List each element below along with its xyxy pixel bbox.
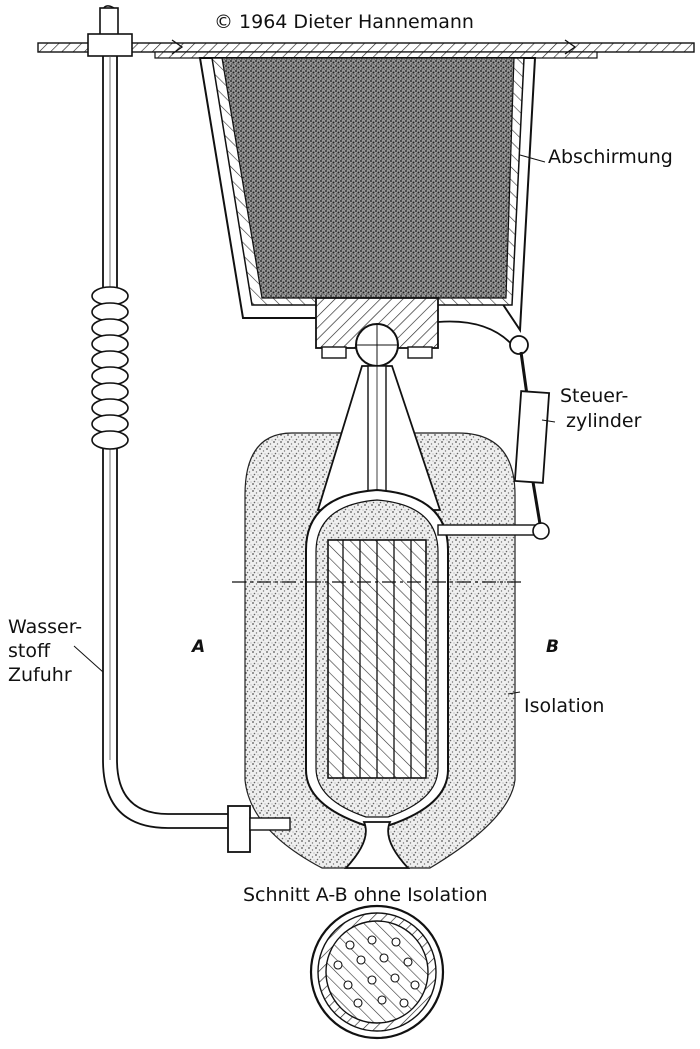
control-block [315, 297, 439, 367]
copyright-label: © 1964 Dieter Hannemann [214, 11, 474, 33]
nozzle [343, 821, 411, 869]
insulation-label: Isolation [524, 695, 605, 717]
control-cylinder-label-line1: Steuer- [560, 385, 629, 407]
section-b-label: B [546, 637, 559, 657]
control-cylinder [437, 320, 551, 525]
section-a-label: A [192, 637, 206, 657]
shielding-container [198, 57, 537, 334]
control-cone [316, 365, 442, 511]
cross-section-caption: Schnitt A-B ohne Isolation [243, 884, 488, 906]
control-arm [437, 522, 550, 540]
pipe-coupling [227, 805, 291, 853]
hydrogen-feed-pipe [87, 5, 228, 829]
shielding-label: Abschirmung [548, 146, 673, 168]
control-cylinder-label-line2: zylinder [566, 410, 642, 432]
hydrogen-label-line2: stoff [8, 640, 51, 662]
leader-lines [73, 154, 556, 695]
pressure-vessel [305, 488, 449, 826]
mounting-plate [37, 39, 695, 59]
cross-section [309, 904, 445, 1040]
hydrogen-label-line3: Zufuhr [8, 664, 72, 686]
bellows [91, 286, 129, 450]
hydrogen-label-line1: Wasser- [8, 616, 83, 638]
